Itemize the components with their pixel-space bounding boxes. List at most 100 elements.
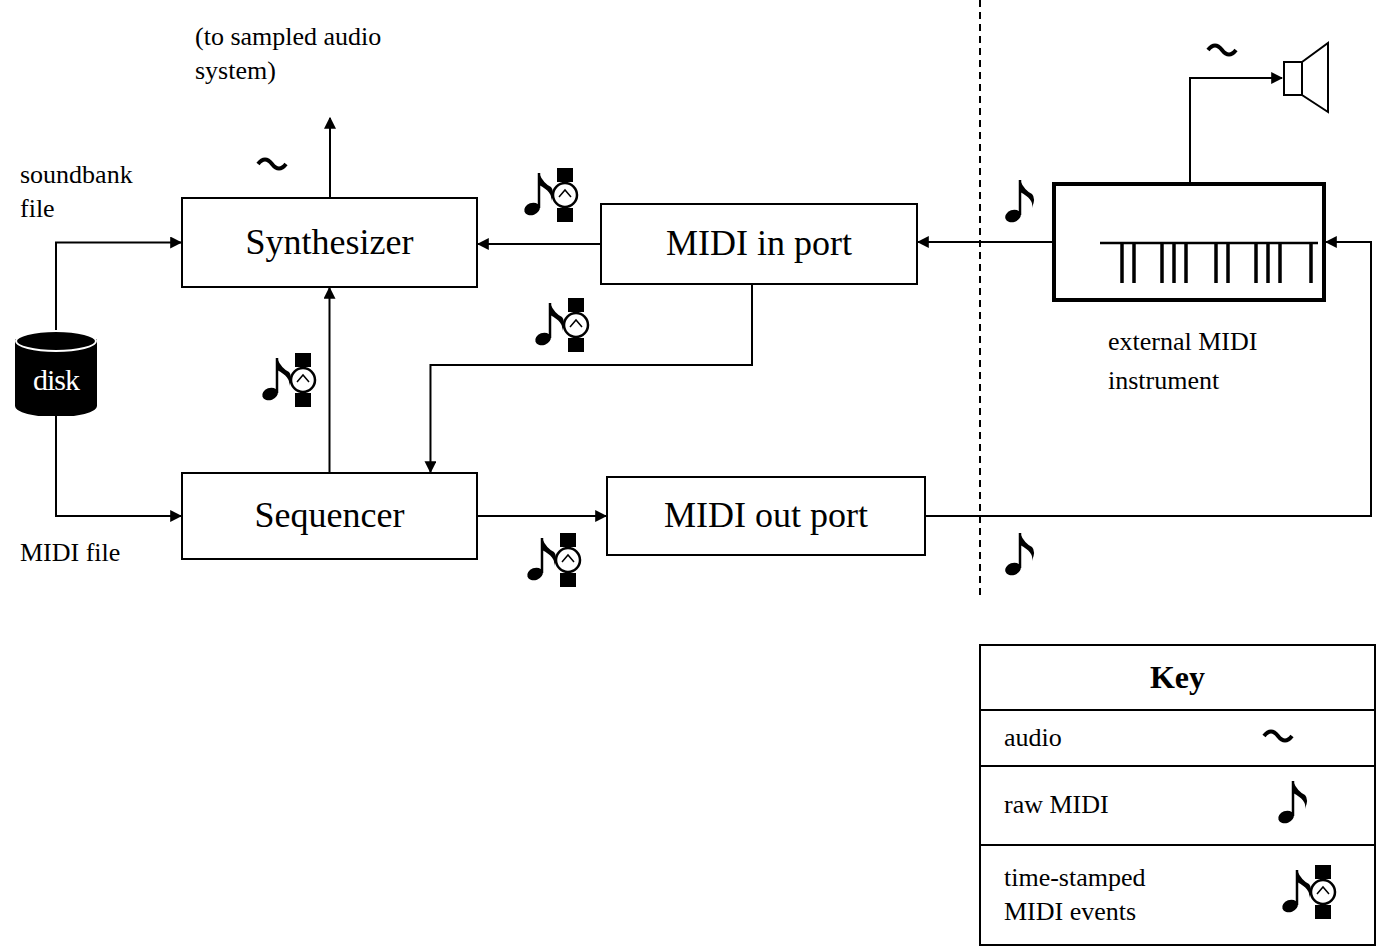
connector-arrow	[56, 416, 181, 516]
keyboard-keys	[1056, 186, 1322, 298]
connector-arrow	[56, 243, 181, 331]
watch-hands	[559, 190, 571, 197]
speaker-wire	[1190, 78, 1282, 182]
process-box: Sequencer	[181, 472, 478, 560]
disk-cylinder: disk	[15, 330, 97, 416]
watch-strap	[295, 393, 311, 407]
watch-symbol	[553, 168, 577, 222]
legend-entry: audio	[1004, 721, 1179, 755]
connector-arrow	[478, 243, 600, 245]
note-flag	[550, 303, 564, 331]
disk-top	[16, 331, 96, 351]
note-symbol	[525, 538, 556, 582]
note-flag	[1020, 180, 1034, 208]
legend-text: time-stamped MIDI events	[1004, 861, 1179, 929]
speaker-body	[1284, 62, 1302, 95]
output-arrow	[329, 118, 331, 197]
connector-arrow	[918, 241, 1052, 243]
box-label: MIDI out port	[664, 496, 868, 536]
keyboard-key	[1172, 243, 1176, 283]
label-wrap: (to sampled audio system)	[195, 20, 435, 88]
watch-hands	[562, 555, 574, 562]
watch-hands	[1317, 887, 1329, 894]
watch-strap	[295, 353, 311, 367]
edge-label: soundbank file	[20, 158, 170, 226]
watch-symbol	[1311, 865, 1335, 919]
legend-entry: raw MIDI	[1004, 788, 1179, 822]
box-label: Synthesizer	[246, 223, 414, 263]
legend-row-rule	[980, 765, 1375, 767]
keyboard-key	[1160, 243, 1164, 283]
note-symbol	[260, 358, 291, 402]
watch-face	[556, 548, 580, 572]
keyboard-key	[1254, 243, 1258, 283]
watch-face	[564, 313, 588, 337]
watch-hands	[297, 375, 309, 382]
keyboard-key	[1132, 243, 1136, 283]
connector-arrow	[329, 288, 331, 472]
box-label: Sequencer	[255, 496, 405, 536]
keyboard-key	[1214, 243, 1218, 283]
legend-row-rule	[980, 709, 1375, 711]
watch-strap	[568, 298, 584, 312]
edge-label-wrap: MIDI file	[20, 536, 170, 570]
boundary-dashed-line	[979, 0, 981, 600]
note-symbol	[522, 173, 553, 217]
watch-strap	[557, 168, 573, 182]
keyboard-key	[1309, 243, 1313, 283]
note-symbol	[1003, 533, 1034, 577]
watch-strap	[560, 573, 576, 587]
legend-sample	[1280, 865, 1335, 919]
connector-arrow	[478, 515, 606, 517]
disk-label: disk	[33, 363, 79, 396]
note-flag	[1297, 870, 1311, 898]
note-symbol	[1003, 180, 1034, 224]
note-flag	[539, 173, 553, 201]
watch-strap	[557, 208, 573, 222]
keyboard-key	[1278, 243, 1282, 283]
watch-face	[291, 368, 315, 392]
port-box: MIDI out port	[606, 476, 926, 556]
note-flag	[1293, 781, 1307, 809]
legend-border	[980, 645, 1375, 945]
legend-entry: time-stamped MIDI events	[1004, 861, 1179, 929]
note-flag	[277, 358, 291, 386]
port-box: MIDI in port	[600, 203, 918, 285]
watch-strap	[1315, 905, 1331, 919]
note-symbol	[1276, 781, 1307, 825]
legend-title: Key	[1150, 657, 1205, 699]
watch-face	[553, 183, 577, 207]
legend-text: audio	[1004, 721, 1179, 755]
keyboard-key	[1184, 243, 1188, 283]
speaker-cone	[1302, 43, 1328, 112]
note-symbol	[533, 303, 564, 347]
speaker-icon	[1284, 43, 1328, 112]
watch-symbol	[564, 298, 588, 352]
legend-frame	[980, 645, 1375, 945]
output-note: (to sampled audio system)	[195, 20, 435, 88]
keyboard-key	[1120, 243, 1124, 283]
instrument-label: external MIDI instrument	[1108, 322, 1308, 400]
watch-hands	[570, 320, 582, 327]
watch-symbol	[291, 353, 315, 407]
keyboard-key	[1266, 243, 1270, 283]
audio-wave	[1264, 732, 1292, 741]
box-label: MIDI in port	[666, 224, 852, 264]
note-flag	[542, 538, 556, 566]
watch-strap	[568, 338, 584, 352]
note-flag	[1020, 533, 1034, 561]
instrument-box: external MIDI instrument	[1052, 182, 1326, 302]
watch-strap	[1315, 865, 1331, 879]
watch-strap	[560, 533, 576, 547]
connector-arrow	[430, 285, 752, 472]
audio-wave	[1208, 46, 1236, 55]
edge-label: MIDI file	[20, 536, 170, 570]
legend-sample	[1264, 732, 1292, 741]
edge-label-wrap: soundbank file	[20, 158, 170, 226]
legend-row-rule	[980, 844, 1375, 846]
watch-symbol	[556, 533, 580, 587]
audio-wave	[258, 160, 286, 169]
note-symbol	[1280, 870, 1311, 914]
process-box: Synthesizer	[181, 197, 478, 288]
watch-face	[1311, 880, 1335, 904]
